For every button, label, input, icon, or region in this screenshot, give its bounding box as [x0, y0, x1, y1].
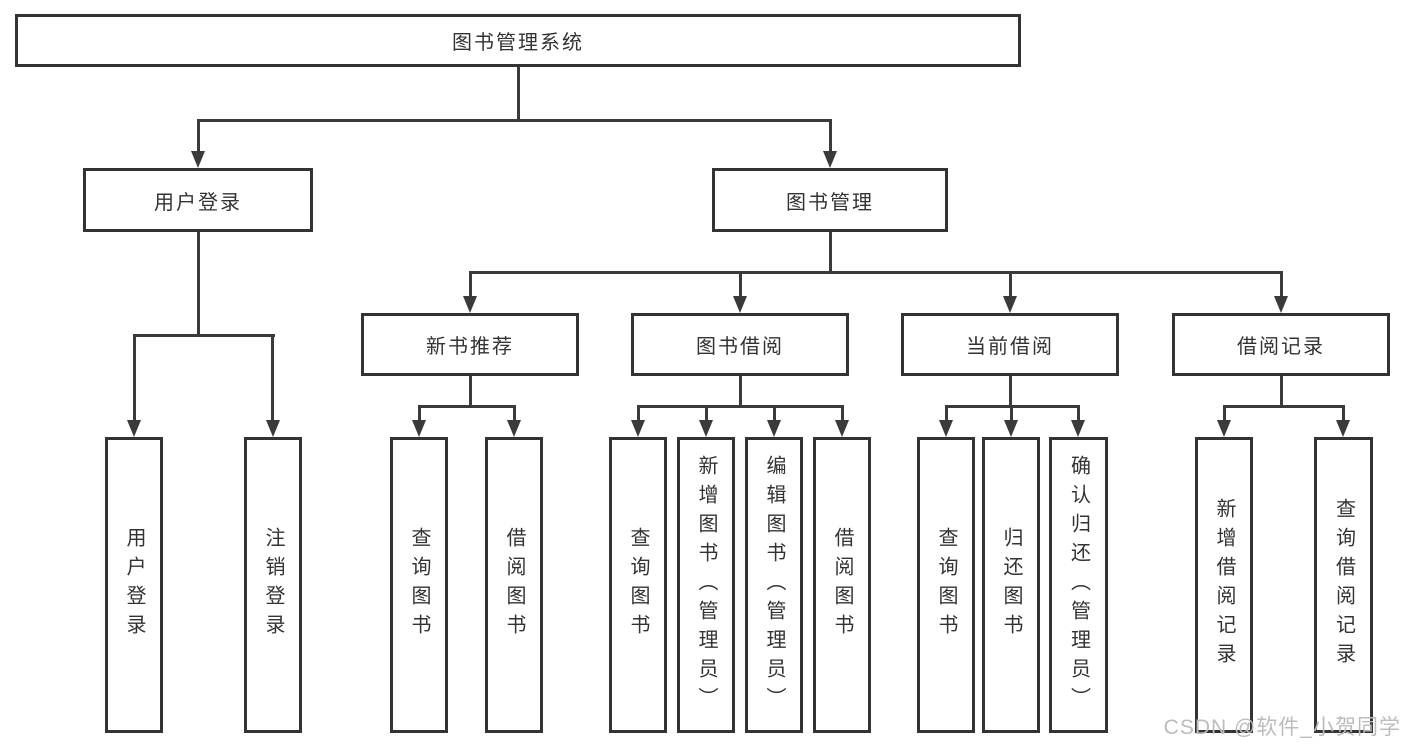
- node-book-management: 图书管理: [712, 168, 948, 232]
- connector-vline: [197, 119, 200, 153]
- node-book-management-label: 图书管理: [786, 191, 874, 214]
- node-book-borrowing: 图书借阅: [631, 313, 849, 376]
- arrowhead-icon: [699, 420, 713, 437]
- arrowhead-icon: [1217, 420, 1231, 437]
- connector-vline: [197, 232, 200, 337]
- leaf-return-books: 归还图书: [982, 437, 1040, 733]
- arrowhead-icon: [939, 420, 953, 437]
- arrowhead-icon: [266, 420, 280, 437]
- connector-vline: [841, 405, 844, 423]
- node-current-borrowing-label: 当前借阅: [966, 336, 1054, 358]
- connector-vline: [513, 405, 516, 423]
- connector-hline: [418, 405, 516, 408]
- connector-vline: [637, 405, 640, 423]
- connector-hline: [133, 334, 275, 337]
- connector-vline: [829, 232, 832, 274]
- arrowhead-icon: [835, 420, 849, 437]
- arrowhead-icon: [507, 420, 521, 437]
- arrowhead-icon: [823, 151, 837, 168]
- connector-vline: [517, 67, 520, 121]
- leaf-confirm-return-admin-label: 确认归还（管理员）: [1067, 454, 1090, 716]
- arrowhead-icon: [127, 420, 141, 437]
- leaf-query-books-borrowing-label: 查询图书: [627, 527, 649, 643]
- connector-vline: [1280, 271, 1283, 299]
- leaf-query-borrow-record-label: 查询借阅记录: [1332, 498, 1355, 672]
- arrowhead-icon: [1004, 420, 1018, 437]
- leaf-query-books-recommend: 查询图书: [390, 437, 448, 733]
- leaf-edit-books-admin-label: 编辑图书（管理员）: [763, 454, 785, 716]
- connector-vline: [773, 405, 776, 423]
- node-new-book-recommendation: 新书推荐: [361, 313, 579, 376]
- arrowhead-icon: [631, 420, 645, 437]
- connector-vline: [945, 405, 948, 423]
- arrowhead-icon: [1003, 296, 1017, 313]
- connector-vline: [739, 376, 742, 408]
- connector-vline: [1077, 405, 1080, 423]
- leaf-borrow-books-label: 借阅图书: [831, 527, 853, 643]
- leaf-add-borrow-record: 新增借阅记录: [1195, 437, 1253, 733]
- connector-vline: [705, 405, 708, 423]
- node-current-borrowing: 当前借阅: [901, 313, 1119, 376]
- arrowhead-icon: [191, 151, 205, 168]
- connector-vline: [469, 271, 472, 299]
- leaf-add-borrow-record-label: 新增借阅记录: [1213, 498, 1235, 672]
- leaf-return-books-label: 归还图书: [1000, 527, 1022, 643]
- node-user-login-label: 用户登录: [154, 191, 242, 214]
- node-library-system: 图书管理系统: [15, 14, 1021, 67]
- arrowhead-icon: [412, 420, 426, 437]
- connector-vline: [418, 405, 421, 423]
- leaf-user-login: 用户登录: [105, 437, 163, 733]
- leaf-query-books-borrowing: 查询图书: [609, 437, 667, 733]
- connector-vline: [739, 271, 742, 299]
- leaf-logout: 注销登录: [244, 437, 302, 733]
- connector-vline: [1010, 405, 1013, 423]
- arrowhead-icon: [1274, 296, 1288, 313]
- leaf-add-books-admin-label: 新增图书（管理员）: [695, 454, 717, 716]
- leaf-add-books-admin: 新增图书（管理员）: [677, 437, 735, 733]
- connector-vline: [1223, 405, 1226, 423]
- connector-vline: [1009, 271, 1012, 299]
- node-book-borrowing-label: 图书借阅: [696, 336, 784, 358]
- arrowhead-icon: [1071, 420, 1085, 437]
- node-borrowing-records-label: 借阅记录: [1237, 336, 1325, 358]
- connector-hline: [637, 405, 844, 408]
- connector-hline: [1223, 405, 1345, 408]
- csdn-watermark: CSDN @软件_小贺同学: [1163, 716, 1401, 739]
- leaf-borrow-books-recommend: 借阅图书: [485, 437, 543, 733]
- connector-hline: [469, 271, 1283, 274]
- arrowhead-icon: [1336, 420, 1350, 437]
- arrowhead-icon: [767, 420, 781, 437]
- connector-hline: [197, 119, 832, 122]
- leaf-edit-books-admin: 编辑图书（管理员）: [745, 437, 803, 733]
- connector-vline: [1009, 376, 1012, 408]
- node-user-login: 用户登录: [83, 168, 313, 232]
- node-new-book-recommendation-label: 新书推荐: [426, 336, 514, 358]
- arrowhead-icon: [733, 296, 747, 313]
- leaf-user-login-label: 用户登录: [123, 527, 145, 643]
- leaf-confirm-return-admin: 确认归还（管理员）: [1049, 437, 1108, 733]
- leaf-query-books-recommend-label: 查询图书: [408, 527, 430, 643]
- leaf-query-books-current-label: 查询图书: [935, 527, 957, 643]
- leaf-borrow-books-recommend-label: 借阅图书: [503, 527, 525, 643]
- leaf-query-books-current: 查询图书: [917, 437, 975, 733]
- node-library-system-label: 图书管理系统: [452, 32, 584, 54]
- connector-vline: [1280, 376, 1283, 408]
- connector-vline: [133, 334, 136, 422]
- arrowhead-icon: [463, 296, 477, 313]
- connector-vline: [469, 376, 472, 408]
- connector-vline: [1342, 405, 1345, 423]
- leaf-query-borrow-record: 查询借阅记录: [1314, 437, 1373, 733]
- connector-vline: [271, 334, 274, 422]
- leaf-logout-label: 注销登录: [262, 527, 284, 643]
- leaf-borrow-books: 借阅图书: [813, 437, 871, 733]
- connector-vline: [829, 119, 832, 153]
- node-borrowing-records: 借阅记录: [1172, 313, 1390, 376]
